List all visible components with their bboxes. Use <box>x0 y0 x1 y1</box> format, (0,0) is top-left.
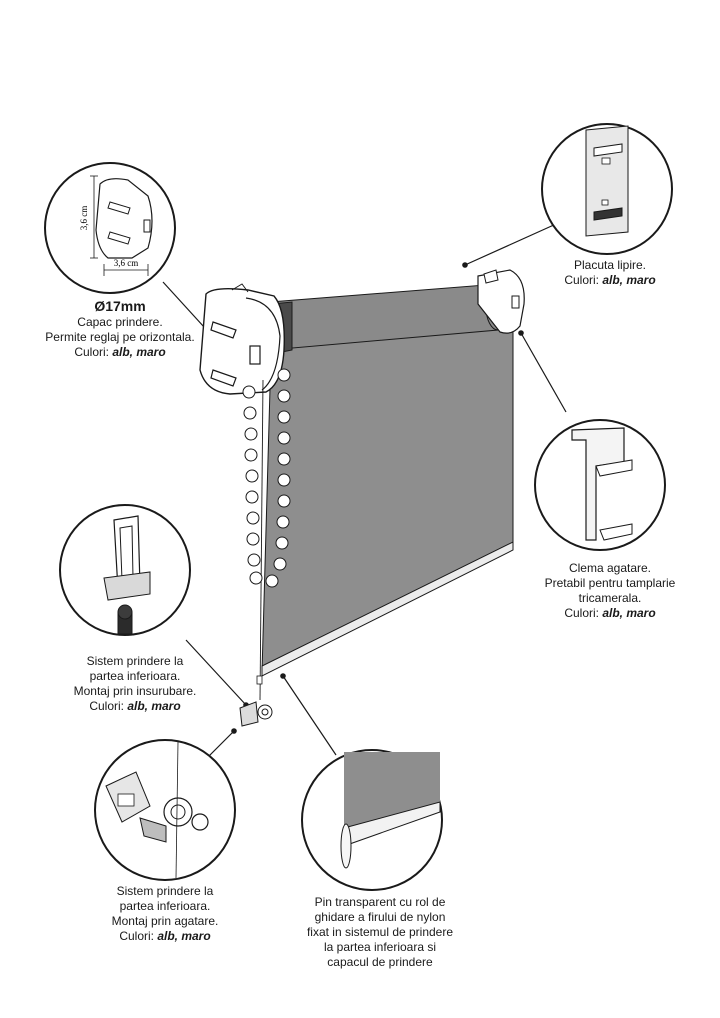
bottom-hang-line-2: partea inferioara. <box>119 899 211 913</box>
transparent-pin-line-5: capacul de prindere <box>327 955 433 969</box>
adhesive-plate-colors-prefix: Culori: <box>564 273 603 287</box>
bottom-hang-colors: alb, maro <box>157 929 211 943</box>
transparent-pin-line-3: fixat in sistemul de prindere <box>306 925 454 939</box>
bottom-rail <box>261 541 514 677</box>
detail-bottom-hang <box>94 739 236 881</box>
right-end-cap <box>477 269 525 334</box>
roller-blind <box>199 269 525 727</box>
transparent-pin-line-1: Pin transparent cu rol de <box>314 895 446 909</box>
guide-string <box>259 379 264 701</box>
hanging-clip-colors: alb, maro <box>602 606 656 620</box>
bottom-screw-line-2: partea inferioara. <box>89 669 181 683</box>
hanging-clip-caption: Clema agatare. Pretabil pentru tamplarie… <box>530 561 690 621</box>
end-cap-title: Ø17mm <box>94 298 146 314</box>
dim-height-label: 3,6 cm <box>79 206 89 231</box>
adhesive-plate-caption: Placuta lipire. Culori: alb, maro <box>550 258 670 288</box>
bottom-screw-line-1: Sistem prindere la <box>86 654 184 668</box>
end-cap-line-2: Permite reglaj pe orizontala. <box>45 330 195 344</box>
dim-width-label: 3,6 cm <box>114 258 139 268</box>
end-cap-colors: alb, maro <box>112 345 166 359</box>
transparent-pin-line-2: ghidare a firului de nylon <box>314 910 446 924</box>
hanging-clip-colors-prefix: Culori: <box>564 606 603 620</box>
bead-chain <box>242 368 291 588</box>
blind-fabric <box>261 299 514 673</box>
left-end-cap <box>199 283 285 395</box>
bottom-hang-colors-prefix: Culori: <box>119 929 158 943</box>
bottom-hang-line-3: Montaj prin agatare. <box>111 914 219 928</box>
hanging-clip-line-1: Clema agatare. <box>568 561 652 575</box>
bottom-screw-line-3: Montaj prin insurubare. <box>73 684 197 698</box>
bottom-hang-line-1: Sistem prindere la <box>116 884 214 898</box>
detail-hanging-clip <box>534 419 666 551</box>
adhesive-plate-line-1: Placuta lipire. <box>573 258 647 272</box>
end-cap-line-1: Capac prindere. <box>77 315 163 329</box>
adhesive-plate-colors: alb, maro <box>602 273 656 287</box>
detail-bottom-screw <box>59 504 191 636</box>
hanging-clip-line-2: Pretabil pentru tamplarie <box>544 576 676 590</box>
detail-end-cap: 3,6 cm 3,6 cm <box>44 162 176 294</box>
bottom-hang-caption: Sistem prindere la partea inferioara. Mo… <box>90 884 240 944</box>
detail-adhesive-plate <box>541 123 673 255</box>
bottom-screw-colors: alb, maro <box>127 699 181 713</box>
transparent-pin-line-4: la partea inferioara si <box>323 940 437 954</box>
bottom-screw-colors-prefix: Culori: <box>89 699 128 713</box>
end-cap-caption: Ø17mm Capac prindere. Permite reglaj pe … <box>40 298 200 360</box>
bottom-clip <box>239 675 273 727</box>
detail-transparent-pin <box>301 749 443 891</box>
hanging-clip-line-3: tricamerala. <box>578 591 642 605</box>
end-cap-colors-prefix: Culori: <box>74 345 113 359</box>
transparent-pin-caption: Pin transparent cu rol de ghidare a firu… <box>290 895 470 970</box>
bottom-screw-caption: Sistem prindere la partea inferioara. Mo… <box>60 654 210 714</box>
